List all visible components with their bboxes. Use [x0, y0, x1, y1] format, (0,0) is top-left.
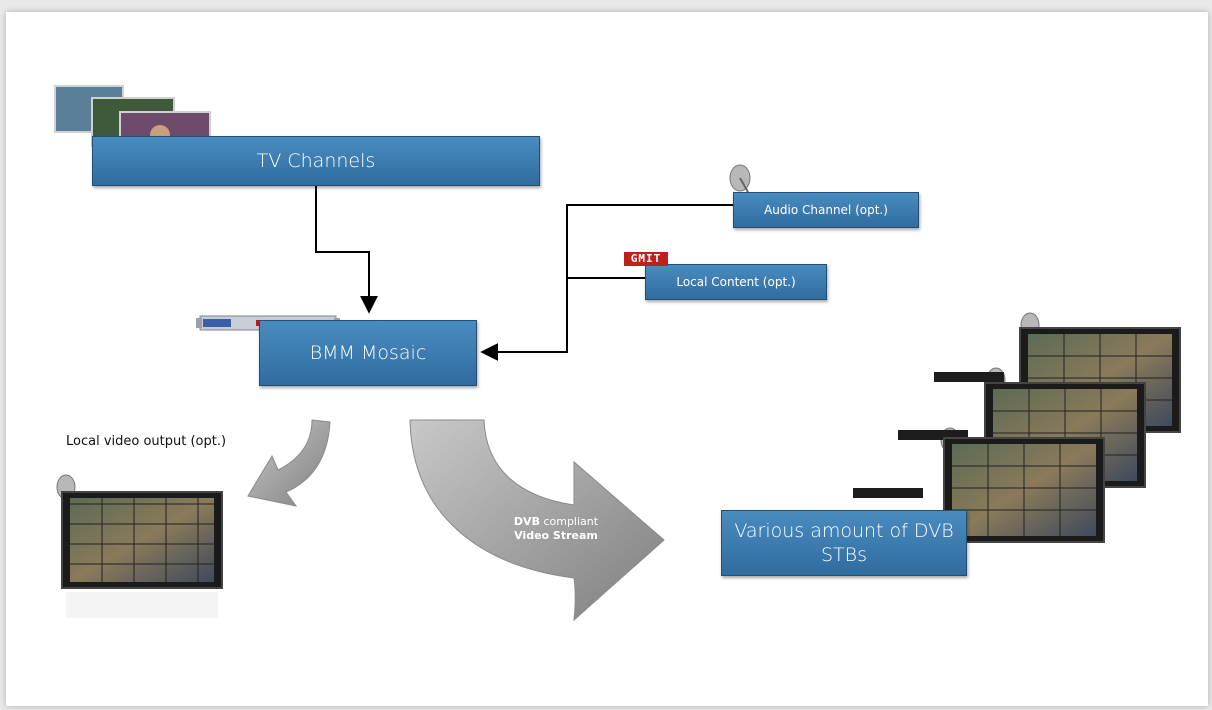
dvb-stream-line2-text: Video Stream [514, 529, 598, 542]
local-output-screen [61, 491, 223, 618]
tv-channels-label: TV Channels [256, 150, 376, 172]
gmit-logo-text: GMIT [630, 252, 662, 265]
local-content-label: Local Content (opt.) [676, 275, 796, 289]
stbs-box: Various amount of DVB STBs [721, 510, 967, 576]
gmit-logo: GMIT [624, 252, 668, 266]
stbs-label: Various amount of DVB STBs [734, 520, 954, 566]
bmm-mosaic-box: BMM Mosaic [259, 320, 477, 386]
stb-screens [943, 327, 1181, 543]
dvb-stream-line2: Video Stream [486, 529, 626, 543]
bmm-mosaic-label: BMM Mosaic [309, 342, 427, 364]
local-content-box: Local Content (opt.) [645, 264, 827, 300]
local-output-arrow [247, 419, 331, 507]
local-video-output-label: Local video output (opt.) [66, 434, 227, 449]
connector-tv-to-mosaic [315, 184, 378, 314]
dvb-stream-bold: DVB [513, 515, 540, 528]
audio-channel-label: Audio Channel (opt.) [764, 203, 888, 217]
stb-devices [853, 372, 1004, 498]
satellite-dish-icon [729, 164, 751, 193]
audio-channel-box: Audio Channel (opt.) [733, 192, 919, 228]
dvb-stream-rest: compliant [539, 515, 599, 528]
tv-channels-box: TV Channels [92, 136, 540, 186]
dvb-stream-line1: DVB compliant [486, 515, 626, 529]
dvb-stream-arrow [409, 419, 665, 622]
dvb-stream-label: DVB compliant Video Stream [486, 515, 626, 543]
